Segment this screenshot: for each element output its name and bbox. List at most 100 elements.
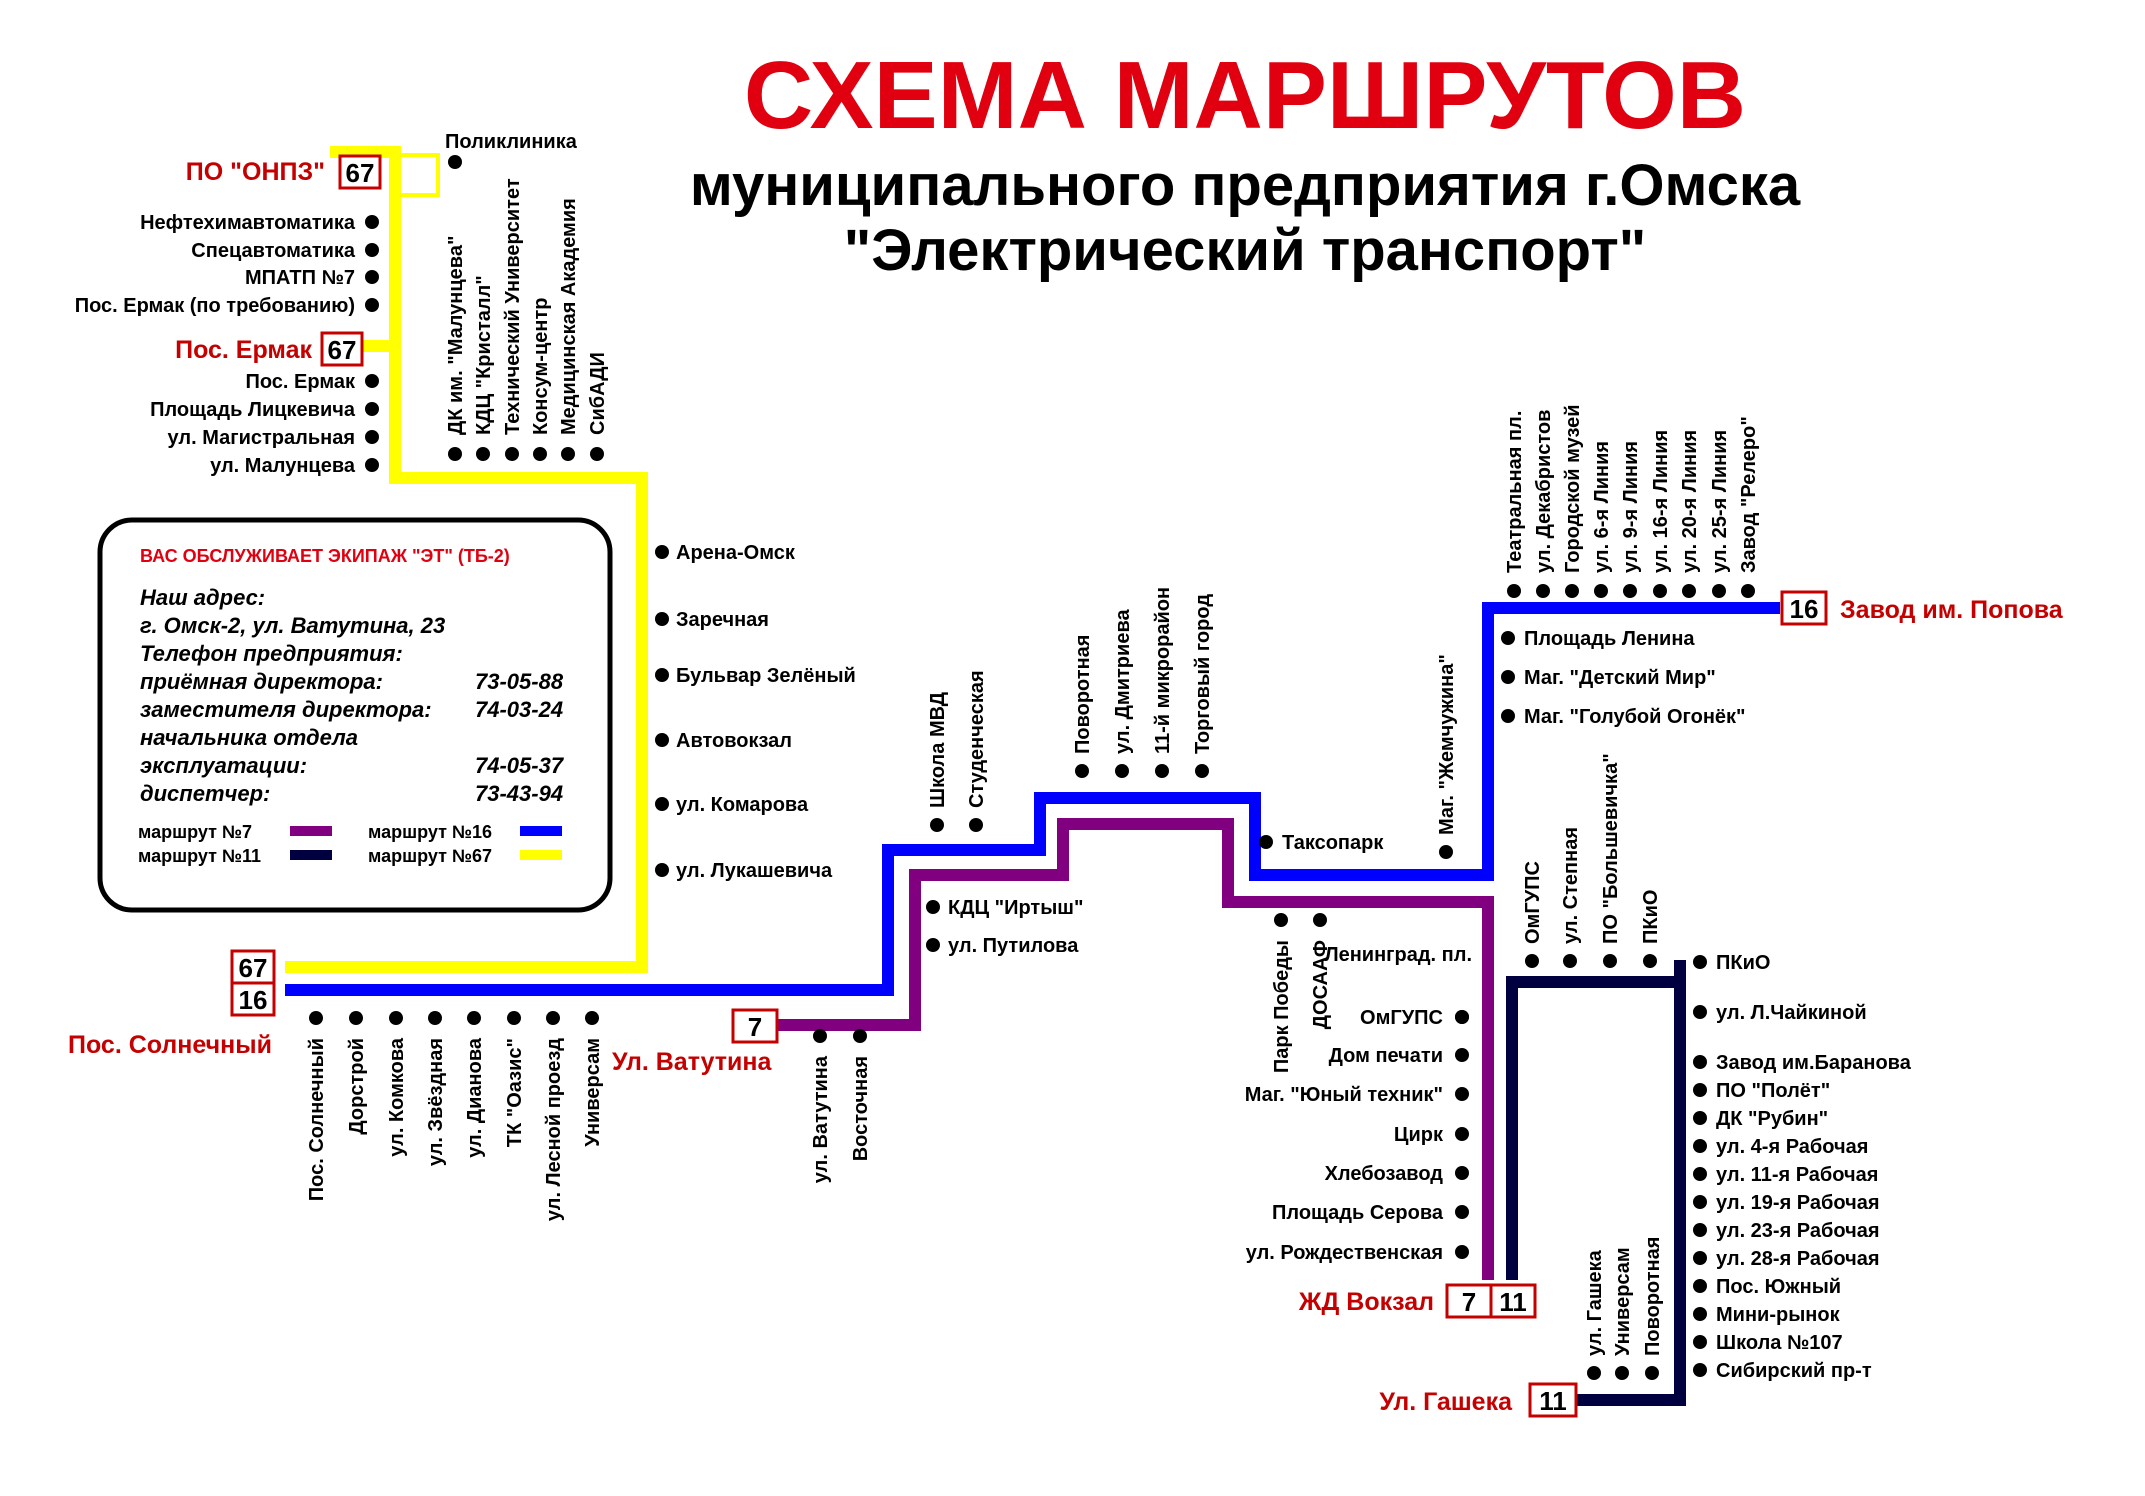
- stop[interactable]: Школа МВД: [927, 692, 949, 832]
- terminal-solnechny-label: Пос. Солнечный: [68, 1031, 272, 1059]
- stop-label: Торговый город: [1192, 594, 1214, 754]
- stop[interactable]: ул. Лесной проезд: [543, 1011, 565, 1221]
- stop[interactable]: Универсам: [1612, 1247, 1634, 1380]
- stop[interactable]: Пос. Ермак (по требованию): [75, 295, 379, 317]
- stop[interactable]: Заречная: [655, 609, 769, 631]
- stop[interactable]: Городской музей: [1562, 404, 1584, 598]
- stop[interactable]: Сибирский пр-т: [1693, 1360, 1872, 1382]
- stop[interactable]: КДЦ "Кристалл": [473, 275, 495, 461]
- stop[interactable]: ул. Магистральная: [168, 427, 379, 449]
- stop[interactable]: ул. 9-я Линия: [1620, 441, 1642, 598]
- terminal-gasheka[interactable]: Ул. Гашека 11: [1379, 1382, 1578, 1418]
- stop-label: Бульвар Зелёный: [676, 665, 856, 687]
- stop[interactable]: Площадь Лицкевича: [150, 399, 379, 421]
- terminal-ermak[interactable]: Пос. Ермак 67: [175, 331, 364, 367]
- stop[interactable]: СибАДИ: [587, 352, 609, 461]
- stop[interactable]: ДК "Рубин": [1693, 1108, 1828, 1130]
- stop[interactable]: МПАТП №7: [245, 267, 379, 289]
- stop[interactable]: Маг. "Юный техник": [1245, 1084, 1469, 1106]
- stop[interactable]: ДК им. "Малунцева": [445, 236, 467, 461]
- stop[interactable]: ул. 28-я Рабочая: [1693, 1248, 1880, 1270]
- stop-label: Хлебозавод: [1325, 1163, 1444, 1185]
- stop[interactable]: Дом печати: [1329, 1045, 1469, 1067]
- stop[interactable]: ОмГУПС: [1522, 861, 1544, 968]
- stop[interactable]: ул. Л.Чайкиной: [1693, 1002, 1867, 1024]
- stop[interactable]: ул. 6-я Линия: [1591, 441, 1613, 598]
- terminal-popova[interactable]: 16 Завод им. Попова: [1780, 590, 2064, 626]
- stop-marker: [1455, 1127, 1469, 1141]
- stop[interactable]: Таксопарк: [1259, 832, 1384, 854]
- stop-label: Завод им.Баранова: [1716, 1052, 1912, 1074]
- stop[interactable]: Поворотная: [1642, 1237, 1664, 1380]
- stop[interactable]: ул. Дмитриева: [1112, 609, 1134, 778]
- stop[interactable]: ул. 4-я Рабочая: [1693, 1136, 1868, 1158]
- stop[interactable]: Нефтехимавтоматика: [140, 212, 379, 234]
- stop-label: Пос. Ермак (по требованию): [75, 295, 355, 317]
- stop[interactable]: ул. Малунцева: [210, 455, 379, 477]
- stop[interactable]: ОмГУПС: [1360, 1007, 1469, 1029]
- stop[interactable]: Пос. Южный: [1693, 1276, 1841, 1298]
- stop[interactable]: Площадь Ленина: [1501, 628, 1695, 650]
- stop[interactable]: Театральная пл.: [1504, 411, 1526, 598]
- stop[interactable]: Пос. Солнечный: [306, 1011, 328, 1201]
- stop[interactable]: Медицинская Академия: [558, 198, 580, 461]
- stop[interactable]: ул. Путилова: [926, 935, 1079, 957]
- stop[interactable]: Завод им.Баранова: [1693, 1052, 1912, 1074]
- stop[interactable]: ул. Лукашевича: [655, 860, 833, 882]
- stop[interactable]: Цирк: [1394, 1124, 1469, 1146]
- stop[interactable]: Консум-центр: [530, 298, 552, 461]
- stop[interactable]: Поворотная: [1072, 635, 1094, 778]
- stop[interactable]: ул. Степная: [1560, 827, 1582, 968]
- stop[interactable]: ПКиО: [1693, 952, 1770, 974]
- stop[interactable]: Маг. "Голубой Огонёк": [1501, 706, 1746, 728]
- stop[interactable]: ул. 23-я Рабочая: [1693, 1220, 1880, 1242]
- stop[interactable]: ул. Рождественская: [1246, 1242, 1469, 1264]
- stop[interactable]: ПО "Полёт": [1693, 1080, 1830, 1102]
- stop[interactable]: ул. 19-я Рабочая: [1693, 1192, 1880, 1214]
- stop[interactable]: Бульвар Зелёный: [655, 665, 856, 687]
- stop[interactable]: ул. 20-я Линия: [1679, 430, 1701, 598]
- stop-label: Консум-центр: [530, 298, 552, 435]
- stop[interactable]: Универсам: [582, 1011, 604, 1147]
- stop[interactable]: Спецавтоматика: [191, 240, 379, 262]
- stop[interactable]: ул. 25-я Линия: [1709, 430, 1731, 598]
- stop[interactable]: Завод "Релеро": [1738, 416, 1760, 598]
- stop[interactable]: КДЦ "Иртыш": [926, 897, 1083, 919]
- stop[interactable]: Площадь Серова: [1272, 1202, 1469, 1224]
- stop-marker: [365, 430, 379, 444]
- terminal-vatutina[interactable]: 7 Ул. Ватутина: [612, 1008, 779, 1076]
- stop[interactable]: ул. Ватутина: [810, 1029, 832, 1183]
- terminal-onpz[interactable]: ПО "ОНПЗ" 67: [186, 154, 382, 190]
- stop[interactable]: ул. Комкова: [386, 1011, 408, 1157]
- stop[interactable]: ул. Гашека: [1584, 1249, 1606, 1380]
- stop[interactable]: ПО "Большевичка": [1600, 753, 1622, 968]
- stop[interactable]: ул. Комарова: [655, 794, 809, 816]
- stop[interactable]: Маг. "Жемчужина": [1436, 654, 1458, 859]
- stop[interactable]: Студенческая: [966, 670, 988, 832]
- stop-label: Школа №107: [1716, 1332, 1843, 1354]
- stop[interactable]: 11-й микрорайон: [1152, 587, 1174, 778]
- terminal-vokzal[interactable]: ЖД Вокзал 7 11: [1298, 1283, 1537, 1319]
- stop[interactable]: Арена-Омск: [655, 542, 796, 564]
- stop[interactable]: Технический Университет: [502, 178, 524, 461]
- stop[interactable]: Парк Победы: [1271, 913, 1293, 1073]
- stop[interactable]: Торговый город: [1192, 594, 1214, 778]
- stop[interactable]: ул. Звёздная: [425, 1011, 447, 1166]
- stop[interactable]: Восточная: [850, 1029, 872, 1161]
- stop[interactable]: Автовокзал: [655, 730, 792, 752]
- stop[interactable]: ДОСААФ: [1310, 913, 1332, 1029]
- stop[interactable]: ул. 16-я Линия: [1650, 430, 1672, 598]
- stop[interactable]: Маг. "Детский Мир": [1501, 667, 1716, 689]
- stop[interactable]: Школа №107: [1693, 1332, 1843, 1354]
- stop[interactable]: ПКиО: [1640, 890, 1662, 968]
- stop[interactable]: Дорстрой: [346, 1011, 368, 1135]
- stop[interactable]: ул. Дианова: [464, 1011, 486, 1158]
- stop[interactable]: Мини-рынок: [1693, 1304, 1841, 1326]
- stop[interactable]: ул. 11-я Рабочая: [1693, 1164, 1878, 1186]
- stop[interactable]: ул. Декабристов: [1533, 410, 1555, 598]
- stop[interactable]: Поликлиника: [445, 131, 578, 169]
- stop[interactable]: ТК "Оазис": [504, 1011, 526, 1147]
- terminal-solnechny[interactable]: 67 16 Пос. Солнечный: [68, 949, 276, 1059]
- stop[interactable]: Хлебозавод: [1325, 1163, 1469, 1185]
- stop[interactable]: Пос. Ермак: [245, 371, 379, 393]
